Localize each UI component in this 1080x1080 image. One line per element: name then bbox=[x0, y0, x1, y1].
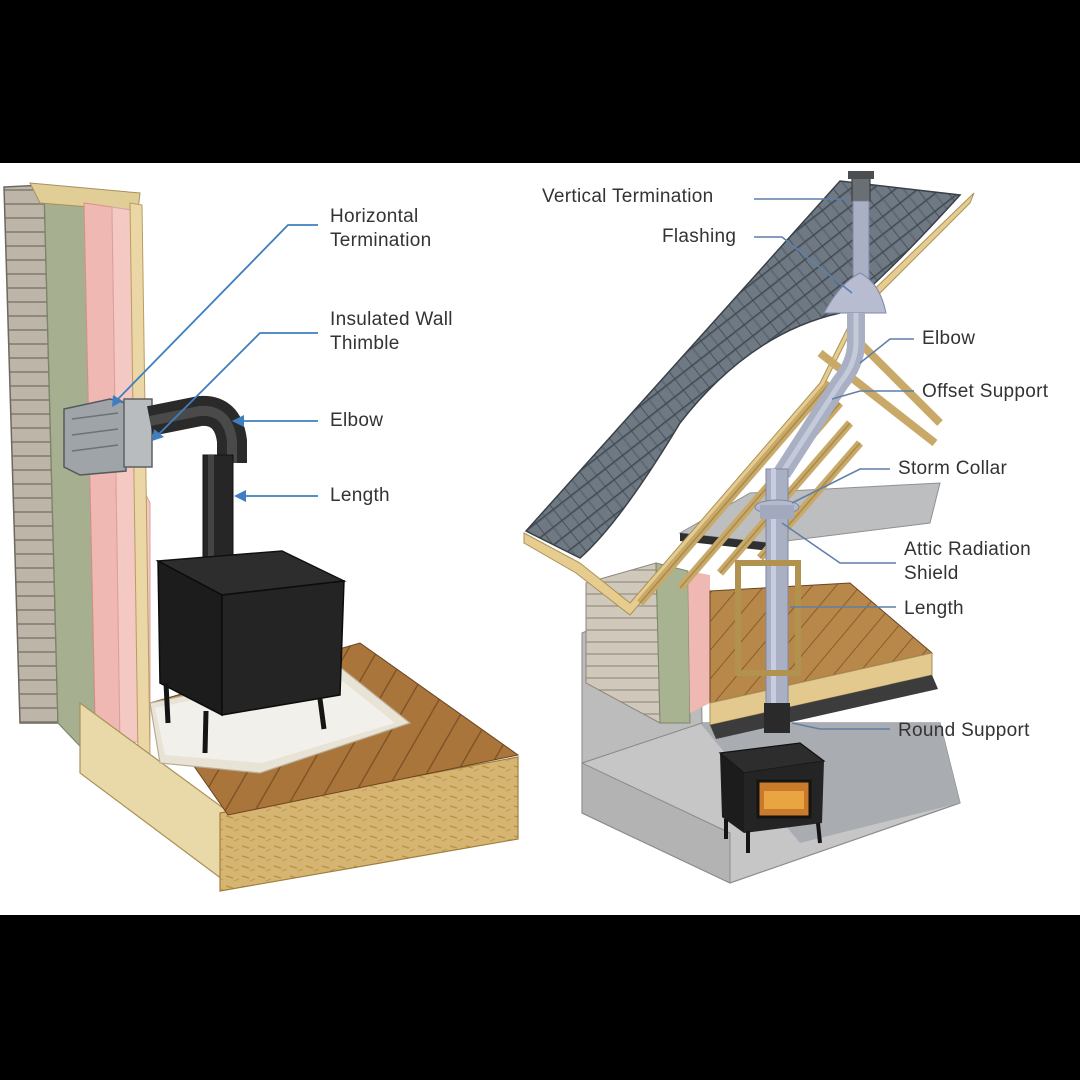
wall-insulation bbox=[688, 571, 710, 713]
leader-flashing bbox=[754, 236, 853, 294]
sheathing-wrap bbox=[655, 562, 691, 724]
vertical-venting-illustration bbox=[523, 171, 975, 884]
vertical-venting-panel: Vertical Termination Flashing Elbow Offs… bbox=[520, 163, 1080, 915]
wood-stove-icon bbox=[718, 742, 826, 853]
label-round-support: Round Support bbox=[898, 720, 1030, 741]
label-length: Length bbox=[330, 485, 390, 506]
roof-shingles-icon bbox=[524, 180, 962, 559]
horizontal-venting-panel: Horizontal Termination Insulated Wall Th… bbox=[0, 163, 520, 915]
insulated-wall-thimble bbox=[123, 398, 153, 468]
label-horizontal-termination: Horizontal Termination bbox=[330, 206, 432, 251]
label-offset-support: Offset Support bbox=[922, 381, 1049, 402]
label-vertical-termination: Vertical Termination bbox=[542, 186, 714, 207]
roof-deck-edge bbox=[523, 192, 975, 616]
label-storm-collar: Storm Collar bbox=[898, 458, 1008, 479]
leader-attic-radiation-shield bbox=[781, 522, 896, 564]
label-length: Length bbox=[904, 598, 964, 619]
attic-floor bbox=[678, 482, 941, 544]
horizontal-venting-illustration bbox=[3, 182, 520, 892]
wall-stud bbox=[129, 202, 151, 756]
label-flashing: Flashing bbox=[662, 226, 737, 247]
leader-insulated-wall-thimble bbox=[157, 332, 318, 436]
leader-round-support bbox=[791, 722, 890, 730]
leader-offset-support bbox=[831, 390, 914, 400]
left-leader-lines bbox=[112, 224, 318, 502]
label-insulated-wall-thimble: Insulated Wall Thimble bbox=[330, 309, 453, 354]
leader-storm-collar bbox=[791, 468, 890, 504]
chimney-pipe-icon bbox=[735, 171, 887, 733]
wood-stove-icon bbox=[155, 550, 347, 754]
right-leader-lines bbox=[754, 198, 914, 730]
label-attic-radiation-shield: Attic Radiation Shield bbox=[904, 539, 1032, 584]
leader-elbow bbox=[859, 338, 914, 364]
label-elbow: Elbow bbox=[330, 410, 384, 431]
leader-horizontal-termination bbox=[117, 224, 318, 400]
label-elbow: Elbow bbox=[922, 328, 976, 349]
